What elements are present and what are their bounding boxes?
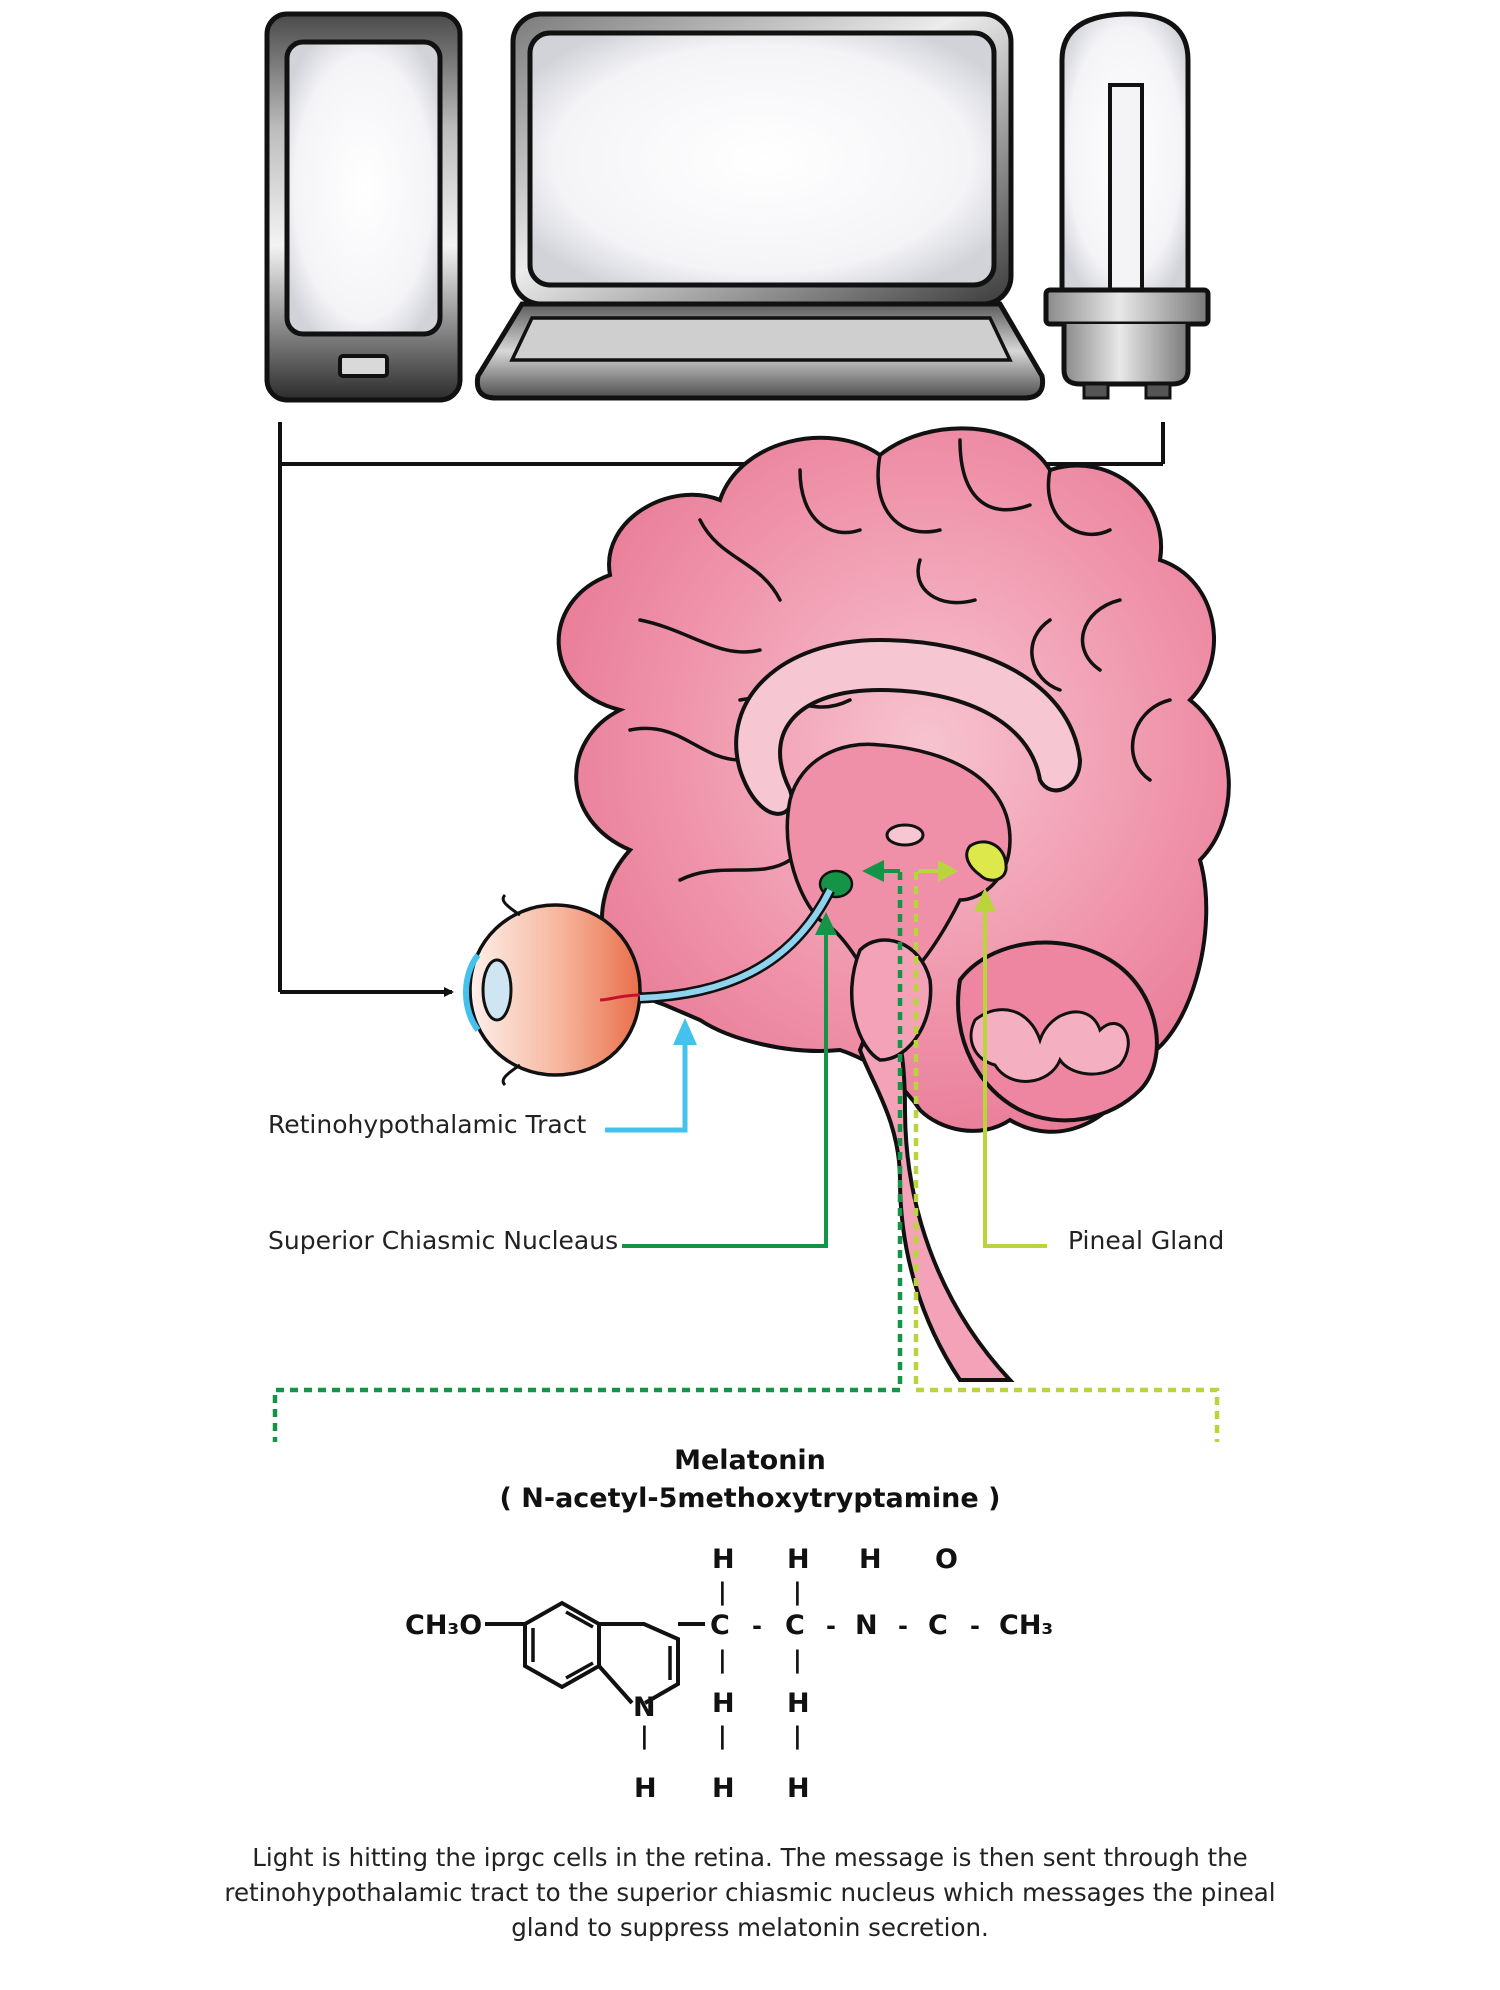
laptop-icon (474, 11, 1046, 401)
melatonin-structure: CH₃O N | H H H H O | | C - C - N - C - C… (405, 1544, 1053, 1804)
methoxy-label: CH₃O (405, 1610, 482, 1641)
bottom-h-1: H (712, 1688, 735, 1719)
pineal-gland-label: Pineal Gland (1068, 1226, 1225, 1255)
lowest-h-1: H (712, 1773, 735, 1804)
chain-ch3: CH₃ (999, 1610, 1053, 1641)
ring-nitrogen-h: H (634, 1773, 657, 1804)
chain-c-2: C (785, 1610, 805, 1641)
ring-nitrogen: N (633, 1692, 656, 1723)
molecule-iupac-name: ( N-acetyl-5methoxytryptamine ) (499, 1483, 1001, 1514)
svg-text:|: | (793, 1722, 802, 1750)
smartphone-icon (264, 11, 463, 403)
pineal-pointer (974, 888, 1047, 1248)
chain-c-3: C (928, 1610, 948, 1641)
superior-chiasmic-nucleus-label: Superior Chiasmic Nucleaus (268, 1226, 619, 1255)
chain-c-1: C (710, 1610, 730, 1641)
svg-text:|: | (640, 1722, 649, 1750)
diagram-caption: Light is hitting the iprgc cells in the … (224, 1843, 1276, 1942)
svg-text:|: | (718, 1646, 727, 1674)
lowest-h-2: H (787, 1773, 810, 1804)
top-h-2: H (787, 1544, 810, 1575)
eye-icon (463, 893, 642, 1087)
svg-text:-: - (826, 1612, 836, 1640)
scn-pointer (622, 912, 837, 1248)
svg-text:|: | (793, 1578, 802, 1606)
svg-text:-: - (752, 1612, 762, 1640)
svg-text:|: | (793, 1646, 802, 1674)
svg-text:-: - (970, 1612, 980, 1640)
retinohypothalamic-tract-nerve (639, 887, 835, 1004)
melatonin-output-bracket (272, 872, 1220, 1442)
top-h-1: H (712, 1544, 735, 1575)
svg-text:|: | (718, 1578, 727, 1606)
chain-n: N (855, 1610, 878, 1641)
svg-text:-: - (898, 1612, 908, 1640)
top-o: O (935, 1544, 958, 1575)
svg-text:|: | (718, 1722, 727, 1750)
top-h-3: H (859, 1544, 882, 1575)
cfl-bulb-icon (1043, 11, 1211, 400)
rht-pointer (605, 1018, 697, 1133)
bottom-h-2: H (787, 1688, 810, 1719)
molecule-name: Melatonin (674, 1445, 826, 1476)
retinohypothalamic-tract-label: Retinohypothalamic Tract (268, 1110, 587, 1139)
scn-to-pineal-signal (862, 860, 958, 882)
